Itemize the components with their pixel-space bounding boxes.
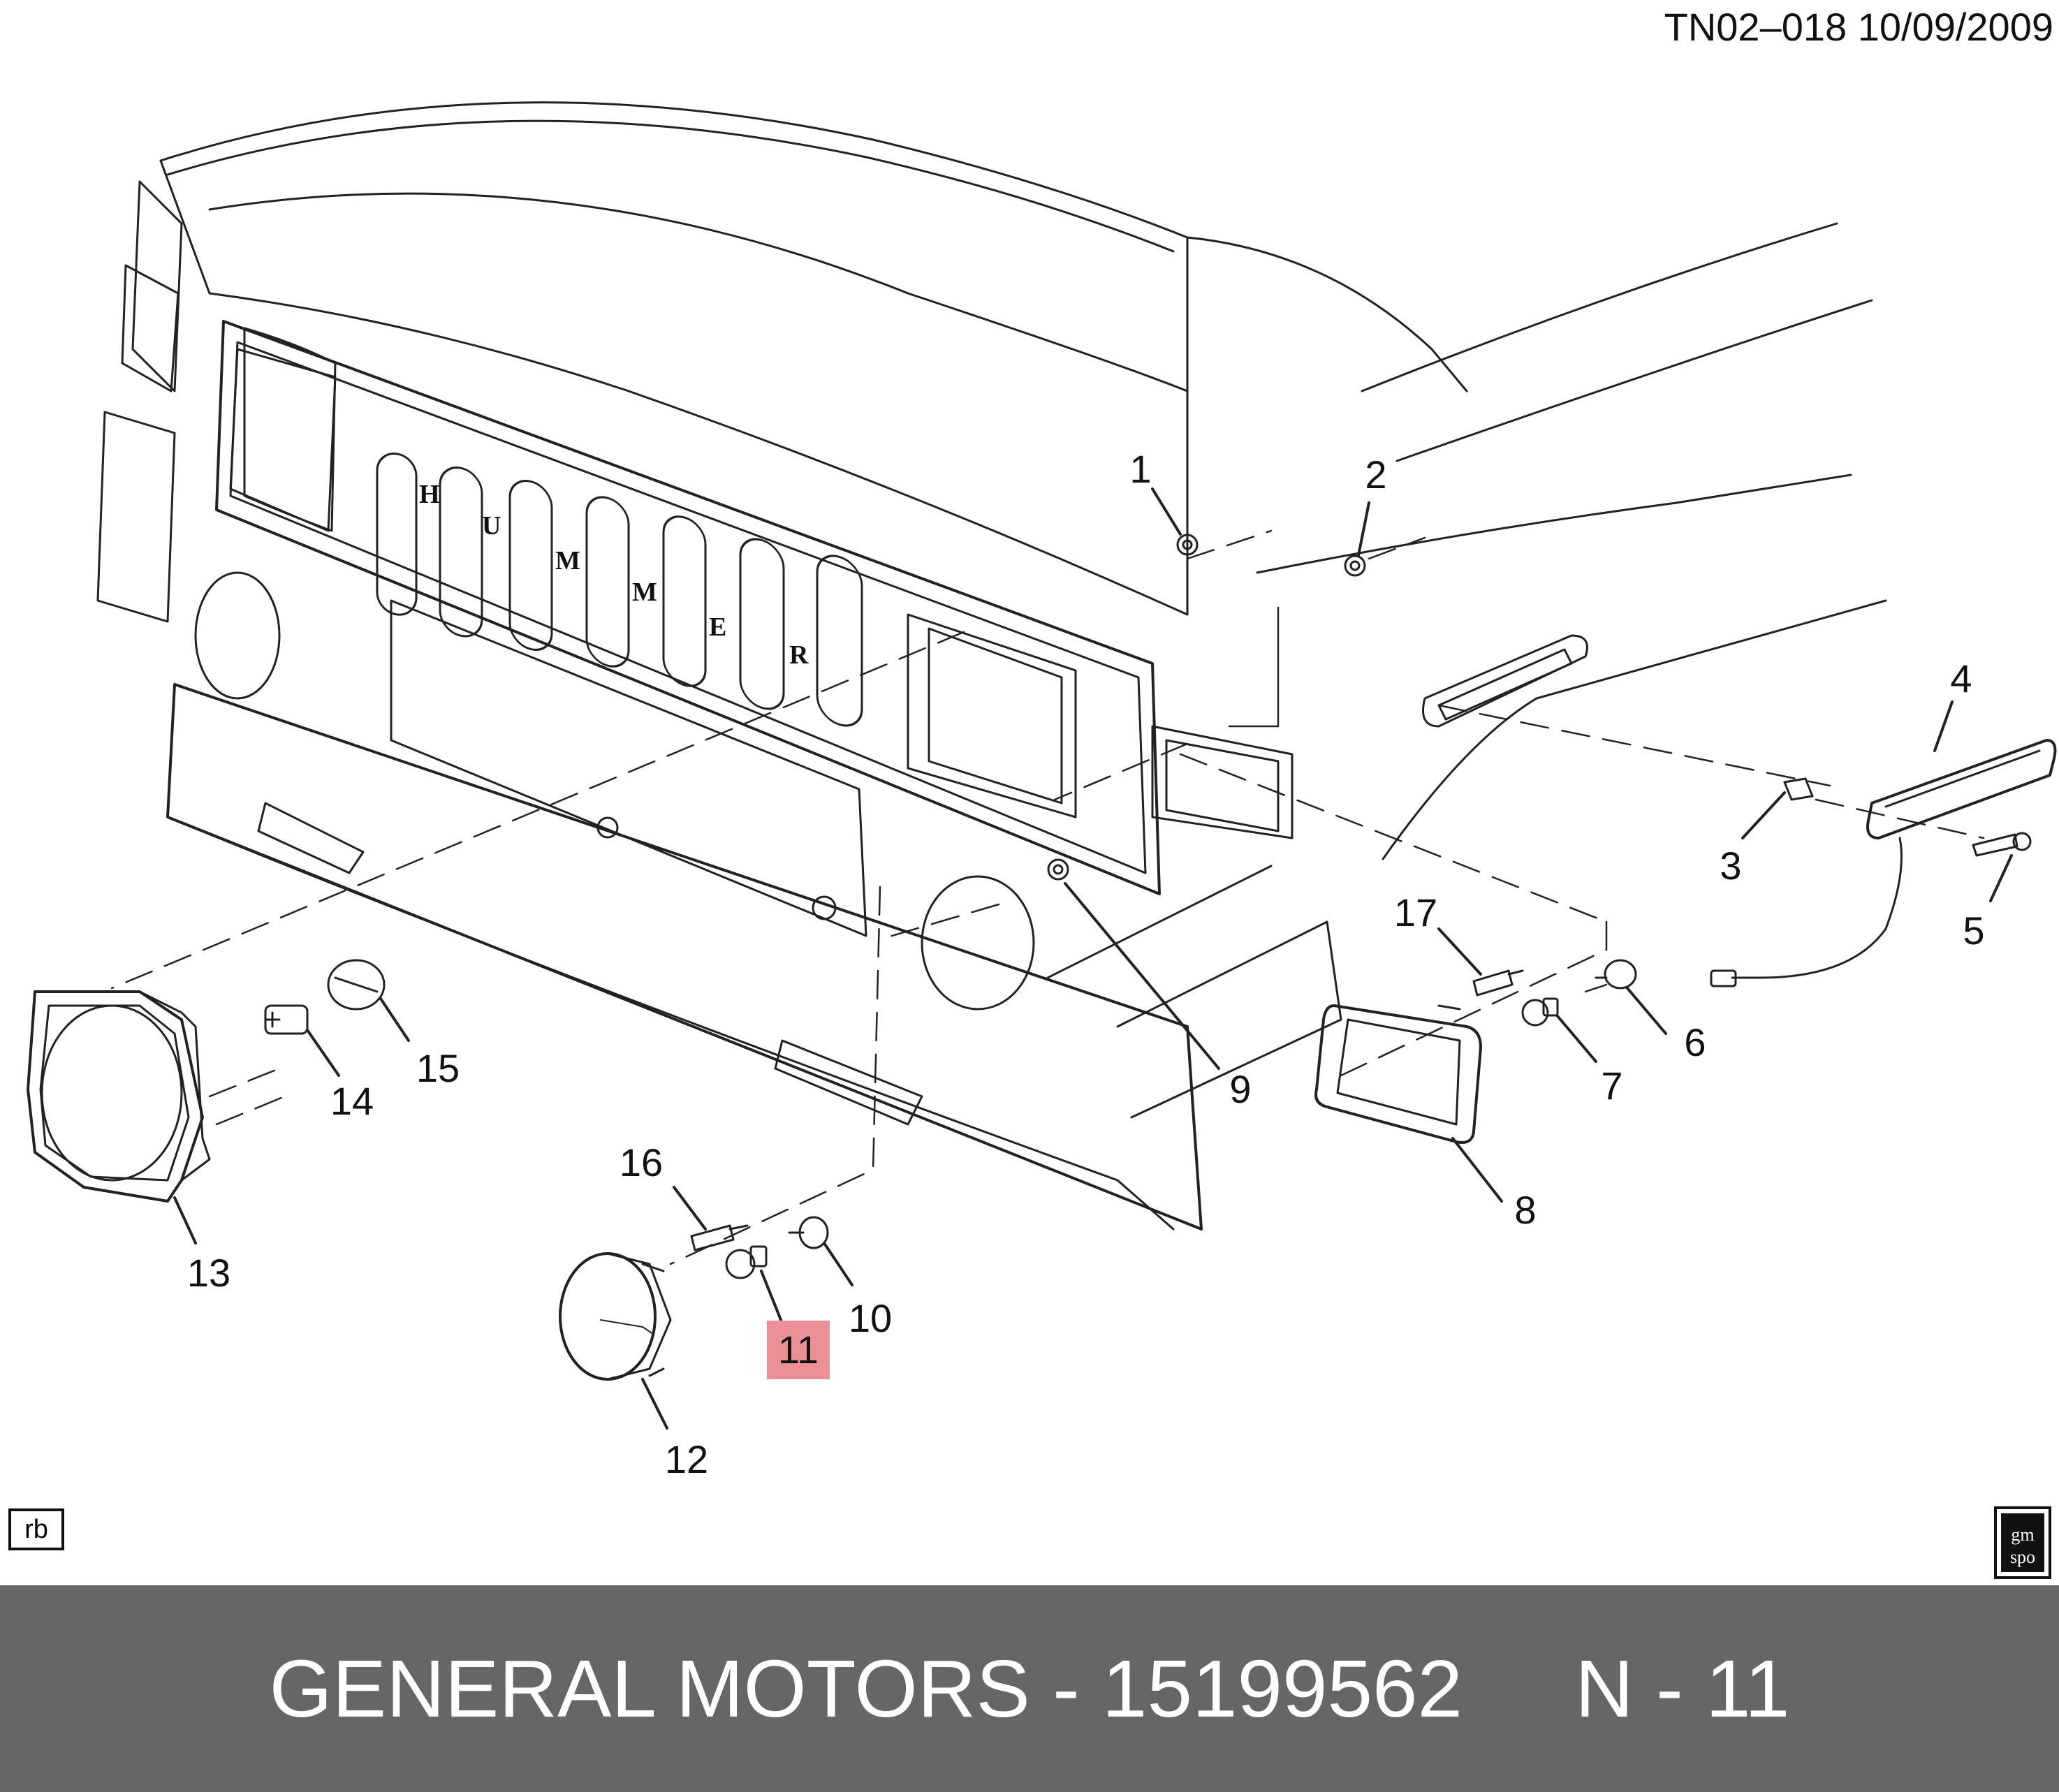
nut-part-2: [1344, 555, 1366, 577]
grille-center-bracket: [390, 599, 867, 937]
footer-text: GENERAL MOTORS - 15199562 N - 11: [269, 1643, 1790, 1734]
gm-spo-logo: gm spo: [1994, 1506, 2051, 1579]
callout-4: 4: [1950, 656, 1972, 700]
callout-16: 16: [619, 1140, 664, 1184]
callout-5: 5: [1963, 909, 1985, 953]
callout-13: 13: [186, 1251, 231, 1295]
footer-banner: GENERAL MOTORS - 15199562 N - 11: [0, 1585, 2059, 1792]
grille-letter: M: [555, 546, 580, 575]
grille-lettering: H U M M E R: [419, 480, 809, 670]
callout-15: 15: [416, 1046, 460, 1090]
callout-7: 7: [1601, 1064, 1623, 1108]
callout-1: 1: [1129, 447, 1152, 491]
clip-part-3: [1783, 777, 1814, 801]
bulb-part-14: [264, 1004, 309, 1035]
socket-part-6: [1595, 959, 1637, 990]
callout-12: 12: [664, 1437, 709, 1481]
side-marker-part-4: [1710, 739, 2057, 987]
callout-14: 14: [330, 1079, 374, 1123]
turn-signal-part-8: [1314, 1004, 1482, 1144]
fender-marker-recess: [1422, 634, 1588, 728]
grille-letter: H: [419, 480, 440, 509]
callout-2: 2: [1365, 453, 1387, 497]
logo-line-spo: spo: [2009, 1547, 2036, 1567]
grille-letter: E: [709, 612, 726, 642]
logo-line-gm: gm: [2011, 1525, 2035, 1545]
parts-diagram: H U M M E R TN02–018 10/09/2009 1 2 3 4 …: [8, 5, 2057, 1579]
callout-6: 6: [1684, 1020, 1706, 1064]
drawing-reference: TN02–018 10/09/2009: [1664, 5, 2053, 49]
grille-letter: R: [789, 640, 809, 670]
bolt-part-17: [1472, 969, 1524, 997]
grille-letter: U: [482, 511, 501, 541]
screw-part-5: [1972, 832, 2032, 857]
bulb-part-11: [725, 1245, 768, 1279]
callout-pointers: [173, 487, 2013, 1430]
right-turn-opening: [1151, 725, 1294, 839]
diagram-drawing: H U M M E R: [27, 101, 2057, 1430]
callout-11-highlighted: 11: [766, 1321, 830, 1379]
socket-part-15: [327, 959, 386, 1011]
solid-leader-lines: [1228, 606, 1608, 951]
right-headlamp-opening: [907, 613, 1077, 818]
grille-slots: [376, 453, 863, 727]
headlamp-part-13: [27, 990, 211, 1203]
grille-letter: M: [632, 578, 657, 607]
bulb-part-7: [1521, 997, 1559, 1027]
grille-frame: [215, 320, 1161, 895]
fog-lamp-part-12: [559, 1252, 672, 1381]
callout-3: 3: [1720, 844, 1742, 888]
nut-part-9: [1047, 858, 1069, 881]
front-bumper: [166, 683, 1342, 1231]
hood-outline: [159, 101, 1887, 860]
callout-10: 10: [848, 1296, 893, 1340]
left-headlamp-housing: [96, 180, 183, 623]
corner-tag: rb: [8, 1508, 64, 1550]
assembly-leader-lines: [110, 529, 1985, 1265]
fog-openings: [194, 571, 1035, 1011]
callout-17: 17: [1393, 890, 1438, 934]
nut-part-1: [1176, 534, 1199, 556]
logo-panel: gm spo: [2001, 1513, 2044, 1572]
callout-8: 8: [1514, 1188, 1537, 1232]
socket-part-10: [788, 1216, 829, 1249]
bolt-part-16: [690, 1224, 749, 1251]
callout-9: 9: [1229, 1067, 1252, 1111]
